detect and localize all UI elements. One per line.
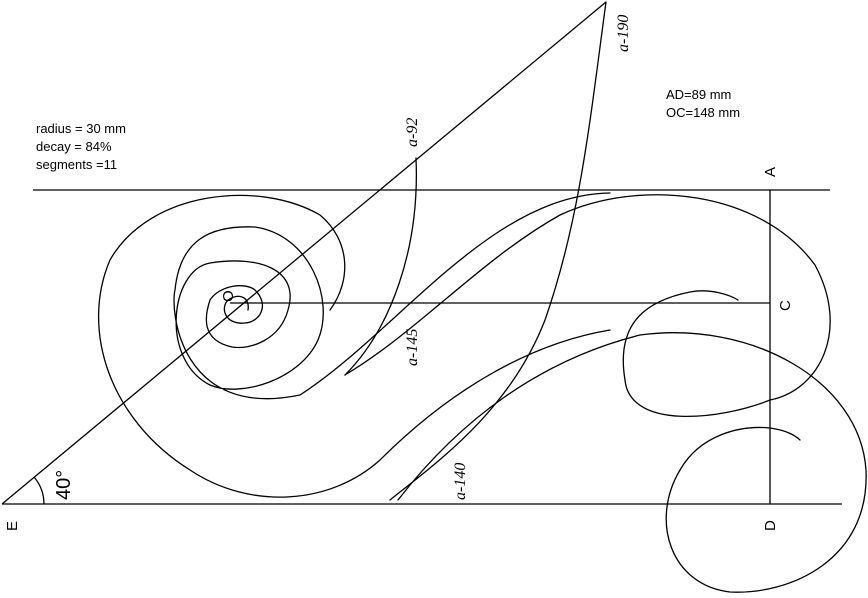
segments-text: segments =11 — [36, 157, 117, 172]
outer-sweep-curve — [344, 194, 831, 417]
curve-label-a92: a-92 — [404, 118, 421, 147]
curve-a190 — [389, 1, 607, 501]
curve-label-a145: a-145 — [404, 329, 421, 366]
curve-label-a140: a-140 — [452, 463, 469, 500]
point-label-o: O — [220, 290, 237, 302]
point-label-c: C — [777, 300, 794, 311]
main-spiral-curve — [173, 192, 611, 400]
angle-label: 40° — [53, 470, 75, 500]
curve-a92 — [344, 157, 418, 376]
angle-arc — [33, 476, 45, 505]
point-label-a: A — [762, 167, 779, 177]
point-label-e: E — [4, 521, 21, 531]
radius-text: radius = 30 mm — [36, 121, 126, 136]
point-label-d: D — [762, 520, 779, 531]
lower-volute-curve — [397, 332, 867, 593]
large-outer-loop — [98, 194, 611, 498]
diagonal-line-40-degrees — [1, 1, 607, 505]
oc-measurement-text: OC=148 mm — [666, 105, 740, 120]
decay-text: decay = 84% — [36, 139, 112, 154]
ad-measurement-text: AD=89 mm — [666, 87, 731, 102]
curve-label-a190: a-190 — [615, 15, 632, 52]
